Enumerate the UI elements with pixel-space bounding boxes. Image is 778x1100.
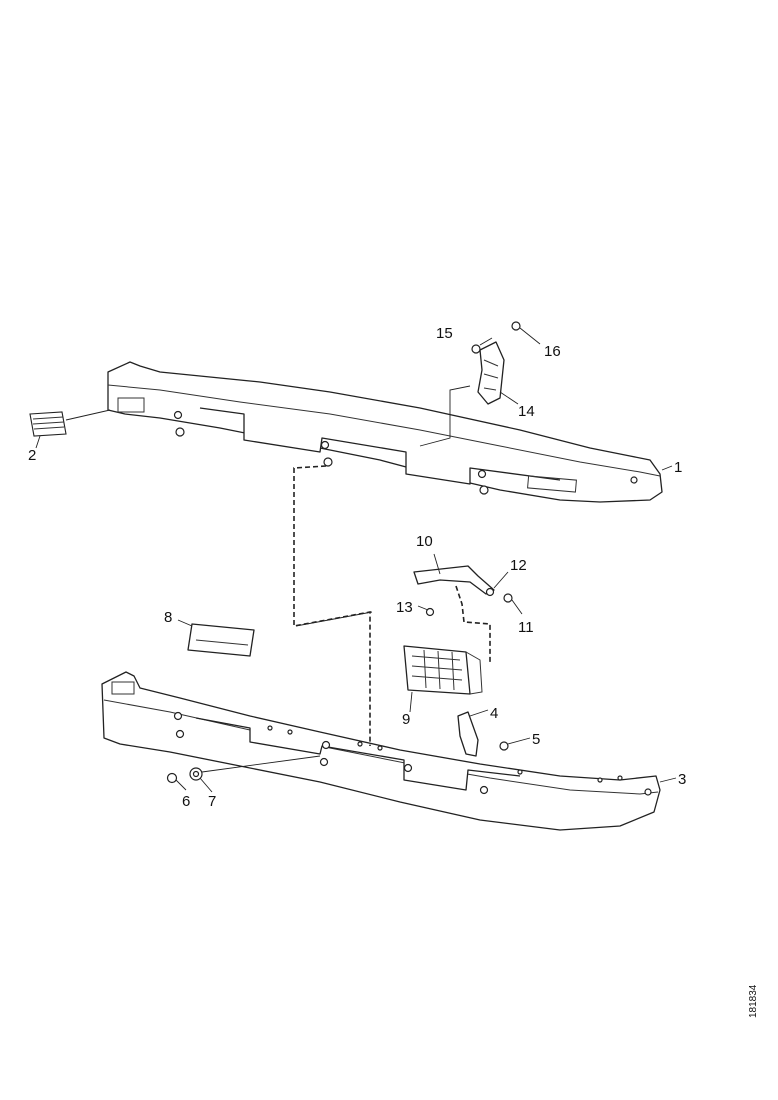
lower-bumper-part [101,671,661,831]
fastener-parts [166,709,531,793]
callout-7: 7 [208,793,216,810]
side-grille-part [29,409,111,437]
assembly-dashed-lines [293,385,491,746]
callout-6: 6 [182,793,190,810]
callout-16: 16 [544,343,561,360]
callout-2: 2 [28,447,36,464]
reference-code: 181834 [748,984,759,1018]
bracket-assembly-part [471,321,541,405]
callout-12: 12 [510,557,527,574]
callout-14: 14 [518,403,535,420]
callout-8: 8 [164,609,172,626]
callout-labels: 1 2 3 4 5 6 7 8 9 10 11 12 13 14 15 16 [28,325,686,810]
upper-bumper-part [107,361,663,503]
callout-4: 4 [490,705,498,722]
callout-5: 5 [532,731,540,748]
callout-11: 11 [518,619,534,636]
number-plate-part [177,619,255,657]
callout-1: 1 [674,459,682,476]
callout-13: 13 [396,599,413,616]
lamp-bracket-part [413,553,523,617]
lamp-unit-part [403,645,483,713]
callout-3: 3 [678,771,686,788]
callout-9: 9 [402,711,410,728]
callout-15: 15 [436,325,453,342]
callout-10: 10 [416,533,433,550]
